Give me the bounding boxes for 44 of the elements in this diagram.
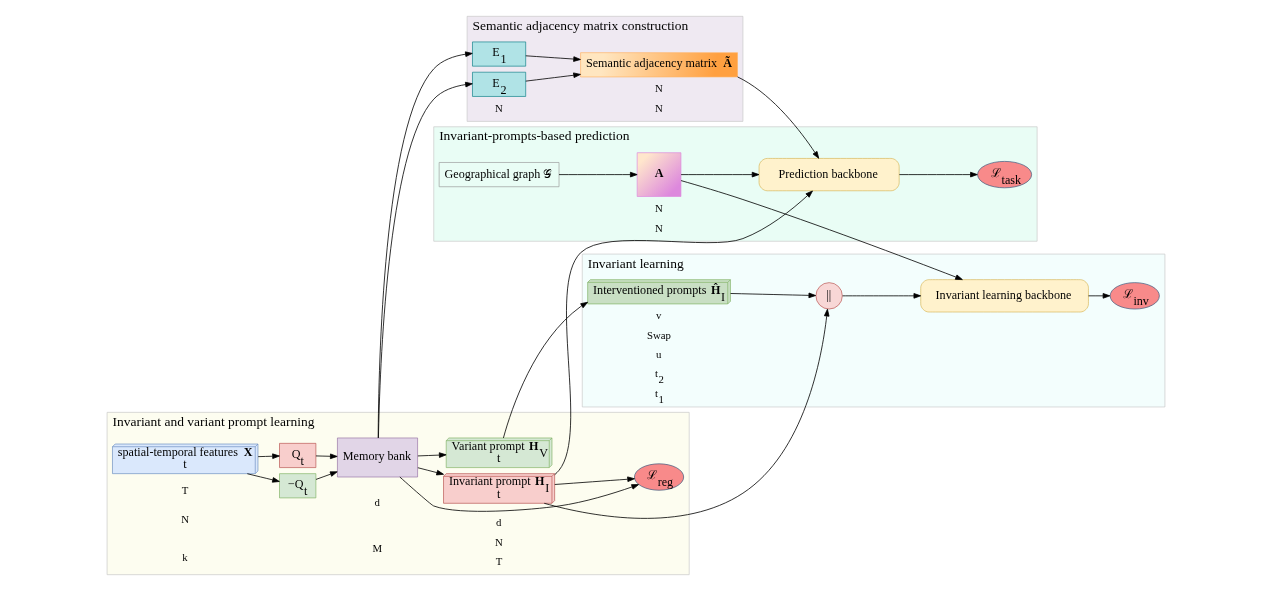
arrow bbox=[680, 171, 759, 178]
arrow bbox=[257, 453, 280, 459]
label: d bbox=[495, 516, 501, 529]
arrow bbox=[315, 453, 338, 460]
node-box: Semantic adjacency matrix Ã bbox=[579, 52, 738, 78]
node-circle: || bbox=[815, 282, 843, 310]
arrow bbox=[543, 308, 829, 519]
arrow bbox=[898, 171, 978, 178]
label: d bbox=[373, 495, 380, 508]
arrow bbox=[553, 190, 813, 476]
arrow bbox=[1087, 293, 1110, 299]
arrow bbox=[553, 476, 635, 485]
label: N bbox=[180, 512, 189, 525]
node-box: Geographical graph 𝒢 bbox=[438, 162, 559, 188]
arrow bbox=[558, 171, 638, 178]
label: u bbox=[655, 348, 661, 361]
label: N bbox=[654, 202, 663, 215]
arrow bbox=[416, 467, 444, 476]
arrow bbox=[246, 473, 280, 483]
label: N bbox=[654, 221, 663, 234]
label: Swap bbox=[646, 328, 671, 341]
label: k bbox=[181, 551, 188, 564]
arrow bbox=[729, 292, 816, 299]
label: T bbox=[495, 555, 502, 568]
label: T bbox=[181, 483, 188, 496]
label: M bbox=[371, 541, 382, 554]
arrow bbox=[841, 293, 921, 299]
arrow bbox=[524, 55, 581, 62]
arrow bbox=[680, 180, 963, 280]
label: v bbox=[655, 309, 661, 322]
label: N bbox=[494, 535, 503, 548]
label: N bbox=[494, 101, 503, 114]
arrow bbox=[736, 76, 819, 159]
node-box: A bbox=[636, 152, 681, 197]
node-box: Invariant learning backbone bbox=[919, 279, 1089, 313]
arrow bbox=[416, 452, 446, 458]
node-box: Memory bank bbox=[336, 437, 418, 478]
label: N bbox=[654, 82, 663, 95]
node-box: Prediction backbone bbox=[758, 158, 899, 192]
arrow bbox=[398, 476, 639, 512]
arrow bbox=[502, 301, 588, 439]
arrow bbox=[315, 471, 338, 480]
arrow bbox=[524, 72, 581, 82]
label: N bbox=[654, 101, 663, 114]
